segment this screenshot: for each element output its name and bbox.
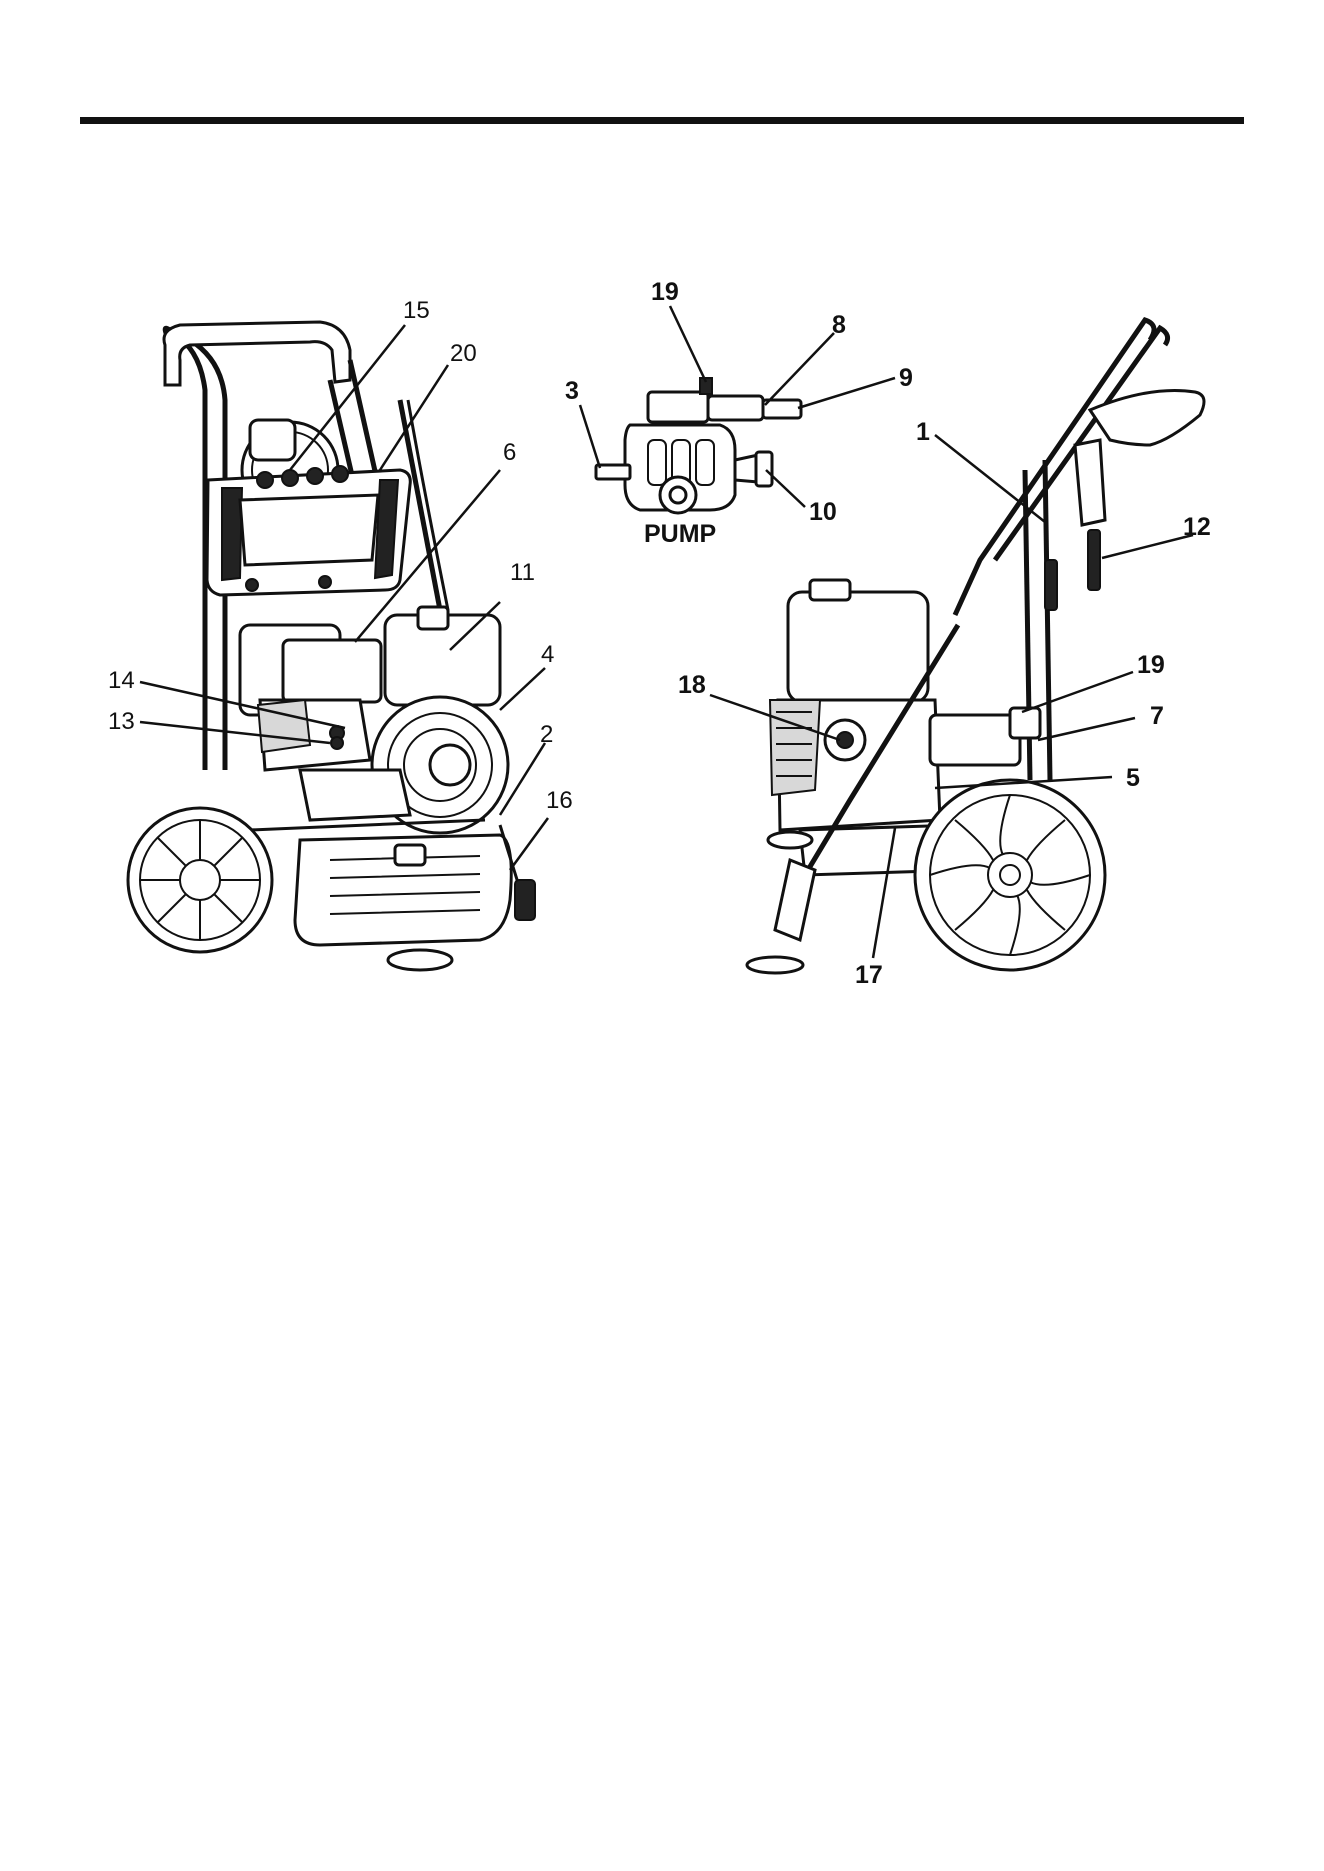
callout-right-5: 5 [1126,764,1140,792]
callout-left-14: 14 [108,667,135,694]
callout-left-2: 2 [540,721,553,748]
callout-left-13: 13 [108,708,135,735]
callout-right-17: 17 [855,961,883,989]
header-rule [80,117,1244,124]
callout-left-15: 15 [403,297,430,324]
callout-pump-3: 3 [565,377,579,405]
callout-left-4: 4 [541,641,554,668]
callout-right-19: 19 [1137,651,1165,679]
callout-pump-8: 8 [832,311,846,339]
callout-pump-9: 9 [899,364,913,392]
callout-left-11: 11 [510,559,535,586]
callout-right-12: 12 [1183,513,1211,541]
callout-left-20: 20 [450,340,477,367]
callout-pump-10: 10 [809,498,837,526]
callout-left-6: 6 [503,439,516,466]
callout-pump-19: 19 [651,278,679,306]
callout-right-7: 7 [1150,702,1164,730]
callout-right-1: 1 [916,418,930,446]
pump-label: PUMP [644,520,716,548]
callout-left-16: 16 [546,787,573,814]
right-view-illustration [747,320,1204,973]
callout-right-18: 18 [678,671,706,699]
